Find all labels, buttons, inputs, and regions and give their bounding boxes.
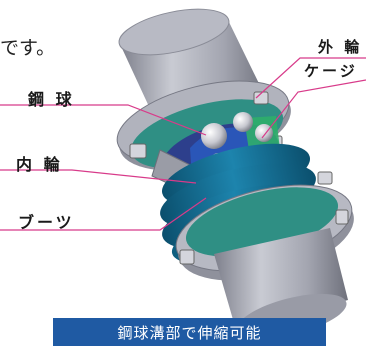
leader-boot bbox=[0, 197, 207, 231]
caption-banner: 鋼球溝部で伸縮可能 bbox=[53, 318, 326, 346]
label-outer-ring: 外 輪 bbox=[318, 38, 363, 56]
leader-lines bbox=[0, 57, 366, 231]
label-boot: ブーツ bbox=[18, 213, 75, 232]
leader-outer-ring bbox=[255, 57, 366, 99]
leader-steel-ball bbox=[0, 104, 207, 136]
label-inner-ring: 内 輪 bbox=[16, 155, 63, 174]
label-steel-ball: 鋼 球 bbox=[28, 90, 75, 109]
leader-inner-ring bbox=[0, 169, 197, 184]
label-cage: ケージ bbox=[304, 62, 358, 80]
leader-cage bbox=[261, 79, 366, 139]
intro-text: です。 bbox=[0, 37, 56, 59]
